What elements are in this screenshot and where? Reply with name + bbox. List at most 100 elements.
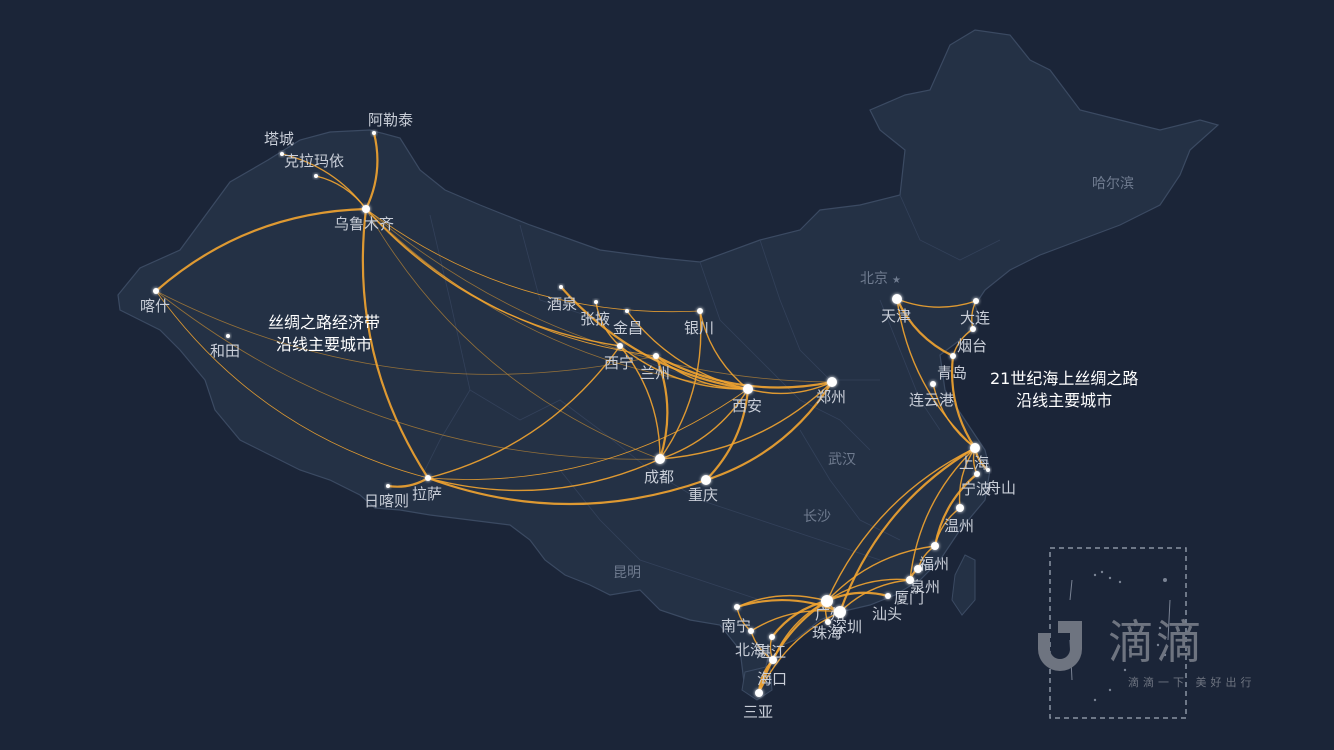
base-city-label: 长沙 xyxy=(803,509,831,525)
route-3-0 xyxy=(365,132,379,210)
city-label: 珠海 xyxy=(812,624,842,642)
route-17-15 xyxy=(427,476,707,506)
base-city-label: 昆明 xyxy=(613,565,641,581)
route-32-36 xyxy=(750,609,841,632)
city-dot xyxy=(974,471,980,477)
base-city-label: 北京 xyxy=(860,271,888,287)
city-label: 连云港 xyxy=(909,391,954,409)
route-14-11 xyxy=(654,355,669,460)
city-label: 金昌 xyxy=(613,319,643,337)
route-10-12 xyxy=(619,345,749,390)
city-label: 郑州 xyxy=(816,388,846,406)
base-city-label: 哈尔滨 xyxy=(1092,176,1134,192)
city-label: 西宁 xyxy=(604,354,634,372)
route-12-13 xyxy=(747,381,833,395)
route-11-13 xyxy=(655,355,833,389)
route-15-13 xyxy=(705,381,833,482)
route-18-23 xyxy=(896,298,976,449)
city-label: 银川 xyxy=(684,319,714,337)
route-14-9 xyxy=(659,310,702,460)
route-3-9 xyxy=(365,208,701,313)
route-3-17 xyxy=(361,208,429,479)
city-label: 重庆 xyxy=(688,486,718,504)
city-label: 喀什 xyxy=(140,297,170,315)
capital-star-icon: ★ xyxy=(892,275,901,286)
city-label: 舟山 xyxy=(986,479,1016,497)
didi-logo-icon xyxy=(1038,621,1082,671)
city-dot xyxy=(734,604,740,610)
route-16-17 xyxy=(387,477,429,488)
city-dot xyxy=(594,300,598,304)
route-18-21 xyxy=(896,298,954,357)
city-label: 宁波 xyxy=(961,480,991,498)
city-label: 青岛 xyxy=(937,364,967,382)
city-dot xyxy=(892,294,902,304)
route-14-10 xyxy=(619,345,661,460)
city-label: 南宁 xyxy=(721,617,751,635)
city-dot xyxy=(425,475,431,481)
route-17-12 xyxy=(427,388,749,480)
city-dot xyxy=(362,205,370,213)
city-label: 福州 xyxy=(919,555,949,573)
route-27-31 xyxy=(826,545,936,602)
route-17-14 xyxy=(427,458,661,492)
silk-road-belt-label-line2: 沿线主要城市 xyxy=(276,335,373,354)
route-17-10 xyxy=(427,345,621,479)
city-dot xyxy=(153,288,159,294)
route-layer xyxy=(155,132,989,694)
city-label: 上海 xyxy=(959,454,989,472)
route-23-32 xyxy=(838,447,976,613)
city-dot xyxy=(906,576,914,584)
city-label: 张掖 xyxy=(580,310,610,328)
city-label: 厦门 xyxy=(894,589,924,607)
maritime-silk-road-label-line1: 21世纪海上丝绸之路 xyxy=(990,369,1139,388)
route-23-29 xyxy=(909,447,976,581)
route-3-10 xyxy=(365,208,621,347)
city-label: 西安 xyxy=(732,397,762,415)
route-23-31 xyxy=(826,447,976,602)
silk-road-belt-label: 丝绸之路经济带 沿线主要城市 xyxy=(268,312,380,356)
didi-slogan: 滴滴一下 美好出行 xyxy=(1128,676,1256,689)
city-label: 大连 xyxy=(960,309,990,327)
city-dot xyxy=(226,334,230,338)
maritime-silk-road-label-line2: 沿线主要城市 xyxy=(1016,391,1113,410)
city-dot xyxy=(914,565,922,573)
city-label: 乌鲁木齐 xyxy=(334,215,394,233)
base-city-label: 武汉 xyxy=(828,452,856,468)
route-29-31 xyxy=(826,578,911,602)
city-dot xyxy=(834,606,846,618)
route-14-12 xyxy=(659,388,749,460)
city-dot xyxy=(769,656,777,664)
route-3-12 xyxy=(365,208,749,390)
route-31-34 xyxy=(771,599,828,638)
city-dot xyxy=(653,353,659,359)
city-label: 酒泉 xyxy=(547,295,577,313)
route-3-2 xyxy=(315,175,367,210)
city-label: 塔城 xyxy=(264,130,294,148)
city-dot xyxy=(986,468,990,472)
city-label: 成都 xyxy=(644,468,674,486)
city-dot xyxy=(617,343,623,349)
city-label: 烟台 xyxy=(957,337,987,355)
city-label: 深圳 xyxy=(832,618,862,636)
city-label: 和田 xyxy=(210,342,240,360)
city-label: 三亚 xyxy=(743,703,773,721)
route-9-12 xyxy=(699,310,749,390)
city-dot xyxy=(970,326,976,332)
city-label: 拉萨 xyxy=(412,485,442,503)
city-dot xyxy=(280,152,284,156)
city-label: 温州 xyxy=(944,517,974,535)
city-label: 泉州 xyxy=(910,578,940,596)
route-3-14 xyxy=(365,208,661,460)
city-dot xyxy=(827,377,837,387)
route-8-12 xyxy=(626,310,749,390)
city-label: 天津 xyxy=(881,307,911,325)
route-21-23 xyxy=(951,355,976,449)
city-dot xyxy=(950,353,956,359)
city-dot xyxy=(973,298,979,304)
city-label: 阿勒泰 xyxy=(368,111,413,129)
city-label: 兰州 xyxy=(640,364,670,382)
city-label: 湛江 xyxy=(756,643,786,661)
